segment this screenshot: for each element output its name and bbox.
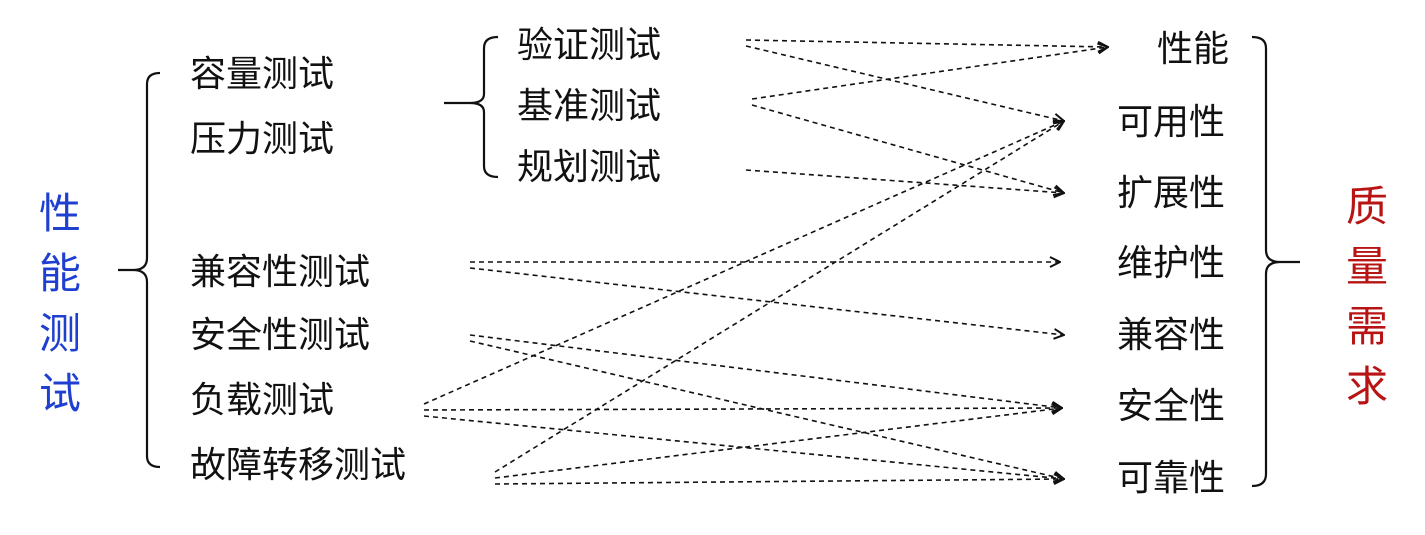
req-label-availability: 可用性 [1117, 102, 1226, 143]
connection-arrow [494, 121, 1064, 473]
connection-arrow [423, 415, 1064, 479]
req-label-scalability: 扩展性 [1117, 173, 1226, 214]
connection-arrow [745, 39, 1108, 47]
req-label-security: 安全性 [1117, 386, 1226, 427]
connection-arrow [751, 47, 1108, 100]
test-label-stress: 压力测试 [190, 119, 335, 160]
right-title: 质量需求 [1345, 182, 1388, 411]
connection-arrow [469, 267, 1064, 335]
left-main-brace [118, 71, 161, 469]
right-main-brace [1251, 35, 1300, 488]
connection-arrow [423, 408, 1062, 410]
connection-arrow [494, 479, 1064, 484]
test-label-failover: 故障转移测试 [190, 445, 407, 486]
connection-arrow [745, 45, 1064, 121]
subtest-label-validation: 验证测试 [517, 25, 662, 66]
connection-arrow [469, 334, 1062, 408]
req-label-compatibility: 兼容性 [1117, 315, 1226, 356]
connection-arrow [494, 408, 1062, 479]
sub-tests-brace [444, 35, 499, 179]
req-label-reliability: 可靠性 [1117, 458, 1226, 499]
connection-arrow [751, 104, 1064, 193]
test-label-security: 安全性测试 [190, 315, 371, 356]
subtest-label-benchmark: 基准测试 [517, 86, 662, 127]
connection-arrows [423, 39, 1108, 484]
connection-arrow [745, 169, 1064, 193]
req-label-performance: 性能 [1157, 29, 1230, 70]
subtest-label-planning: 规划测试 [517, 147, 662, 188]
test-label-capacity: 容量测试 [190, 54, 335, 95]
test-label-compatibility: 兼容性测试 [190, 252, 371, 293]
connection-arrow [469, 340, 1064, 479]
req-label-maintainability: 维护性 [1117, 243, 1226, 284]
test-label-load: 负载测试 [190, 380, 335, 421]
left-title: 性能测试 [38, 189, 81, 418]
